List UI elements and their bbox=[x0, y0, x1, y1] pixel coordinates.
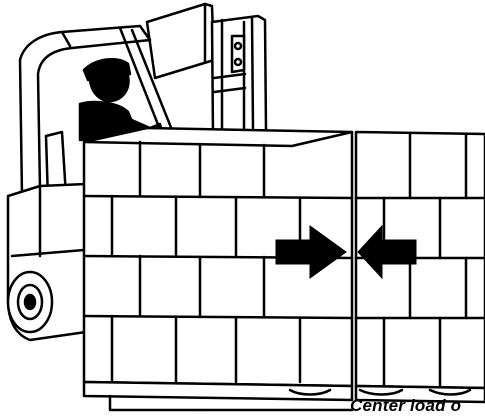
rear-wheel bbox=[8, 272, 52, 332]
load-center-line bbox=[352, 132, 356, 400]
figure-caption: Center load o bbox=[350, 396, 461, 416]
